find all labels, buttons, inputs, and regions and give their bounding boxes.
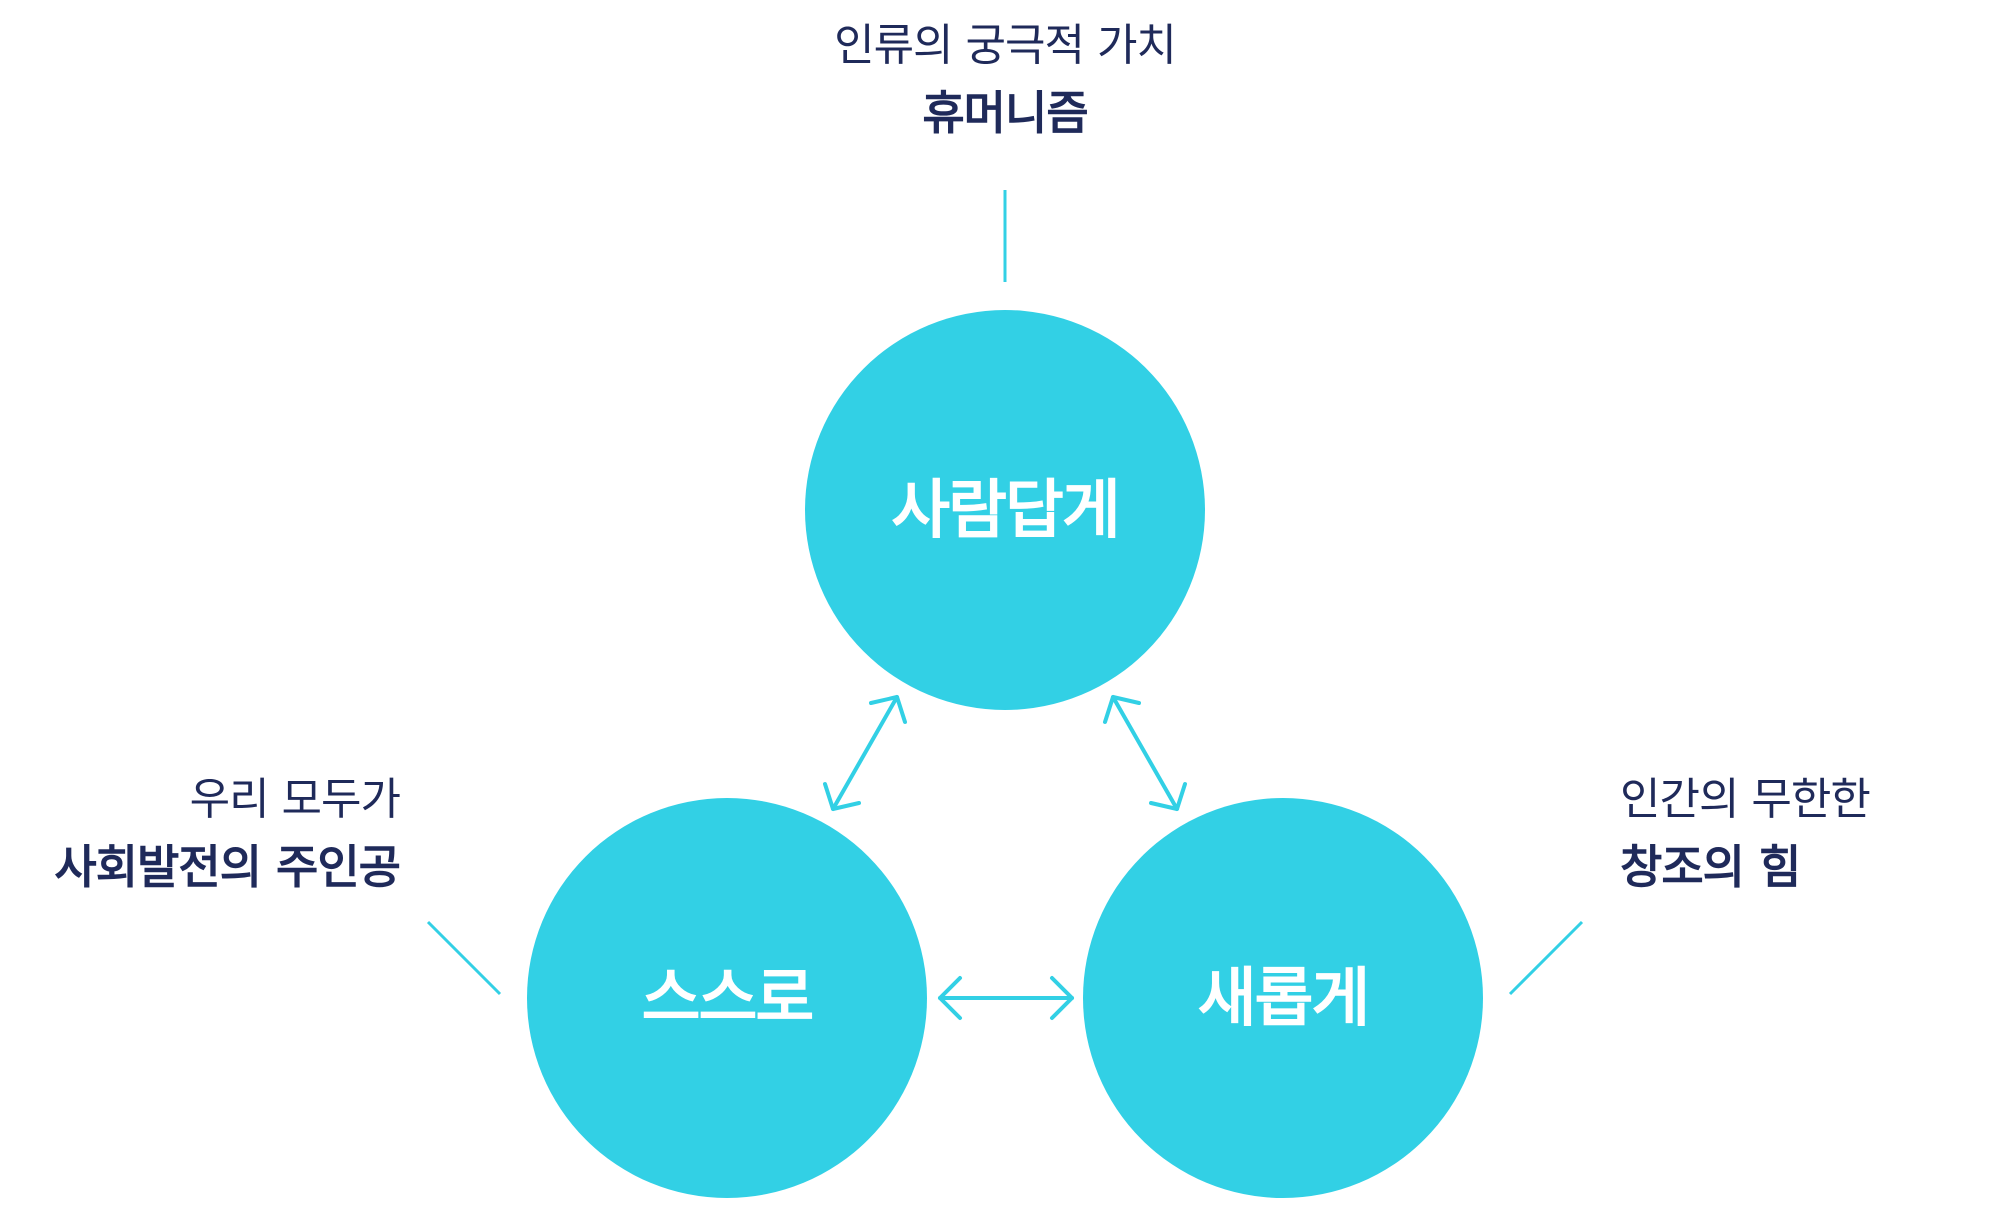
caption-top: 인류의 궁극적 가치 휴머니즘 (700, 18, 1310, 143)
left-caption-pointer (426, 920, 502, 996)
right-caption-pointer (1508, 920, 1584, 996)
double-arrow-top-right (1103, 695, 1187, 811)
caption-right: 인간의 무한한 창조의 힘 (1620, 772, 1990, 897)
node-label-left: 스스로 (642, 962, 813, 1036)
caption-top-sub: 인류의 궁극적 가치 (834, 20, 1177, 71)
caption-right-sub: 인간의 무한한 (1620, 774, 1871, 825)
caption-right-main: 창조의 힘 (1620, 840, 1801, 894)
double-arrow-top-left (823, 695, 907, 811)
node-circle-top (805, 310, 1205, 710)
node-circle-right (1083, 798, 1483, 1198)
caption-left-sub: 우리 모두가 (189, 774, 401, 825)
node-label-right: 새롭게 (1198, 962, 1369, 1036)
caption-left: 우리 모두가 사회발전의 주인공 (10, 772, 401, 897)
double-arrow-bottom (938, 976, 1074, 1020)
node-circle-left (527, 798, 927, 1198)
caption-left-main: 사회발전의 주인공 (54, 840, 401, 894)
caption-top-main: 휴머니즘 (922, 86, 1088, 140)
node-label-top: 사람답게 (891, 474, 1119, 548)
